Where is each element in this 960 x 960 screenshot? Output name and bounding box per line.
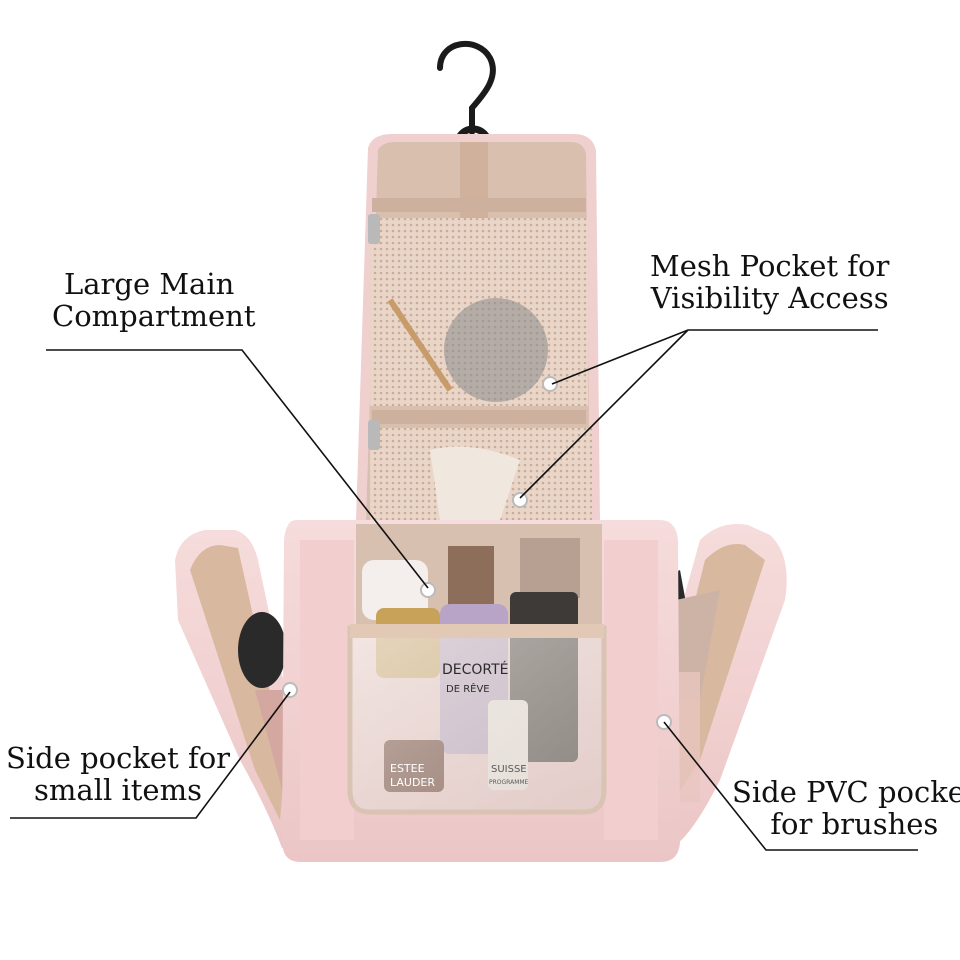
label-side-pvc: Side PVC pocket for brushes xyxy=(732,776,960,840)
brand-programme: PROGRAMME xyxy=(489,779,529,786)
brand-lauder: LAUDER xyxy=(390,776,435,789)
label-side-line2: small items xyxy=(34,773,202,807)
label-pvc-line2: for brushes xyxy=(770,807,939,841)
brand-estee: ESTEE xyxy=(390,762,425,775)
label-side-pocket: Side pocket for small items xyxy=(6,742,230,806)
product-labels: ESTEE LAUDER DECORTÉ DE RÊVE SUISSE PROG… xyxy=(390,661,529,789)
open-lid xyxy=(356,134,600,520)
brand-dereve: DE RÊVE xyxy=(446,682,490,695)
label-pvc-line1: Side PVC pocket xyxy=(732,775,960,809)
label-main-compartment: Large Main Compartment xyxy=(52,268,256,332)
marker-main xyxy=(420,582,436,598)
leader-main xyxy=(46,349,429,589)
label-mesh-line2: Visibility Access xyxy=(650,281,889,315)
leader-side-left xyxy=(10,691,291,819)
leader-side-right xyxy=(663,721,918,851)
leader-lines xyxy=(10,329,918,851)
brand-suisse: SUISSE xyxy=(491,764,527,775)
brand-decorte: DECORTÉ xyxy=(442,661,509,678)
marker-mesh-2 xyxy=(512,492,528,508)
leader-mesh-2 xyxy=(519,329,689,499)
marker-side-left xyxy=(282,682,298,698)
label-mesh-line1: Mesh Pocket for xyxy=(650,249,890,283)
bag-main-body xyxy=(282,520,680,862)
marker-mesh-1 xyxy=(542,376,558,392)
label-main-line1: Large Main xyxy=(64,267,235,301)
leader-mesh-1 xyxy=(551,329,878,385)
label-side-line1: Side pocket for xyxy=(6,741,231,775)
label-main-line2: Compartment xyxy=(52,299,256,333)
callout-markers xyxy=(282,376,672,730)
label-mesh-pocket: Mesh Pocket for Visibility Access xyxy=(650,250,889,314)
